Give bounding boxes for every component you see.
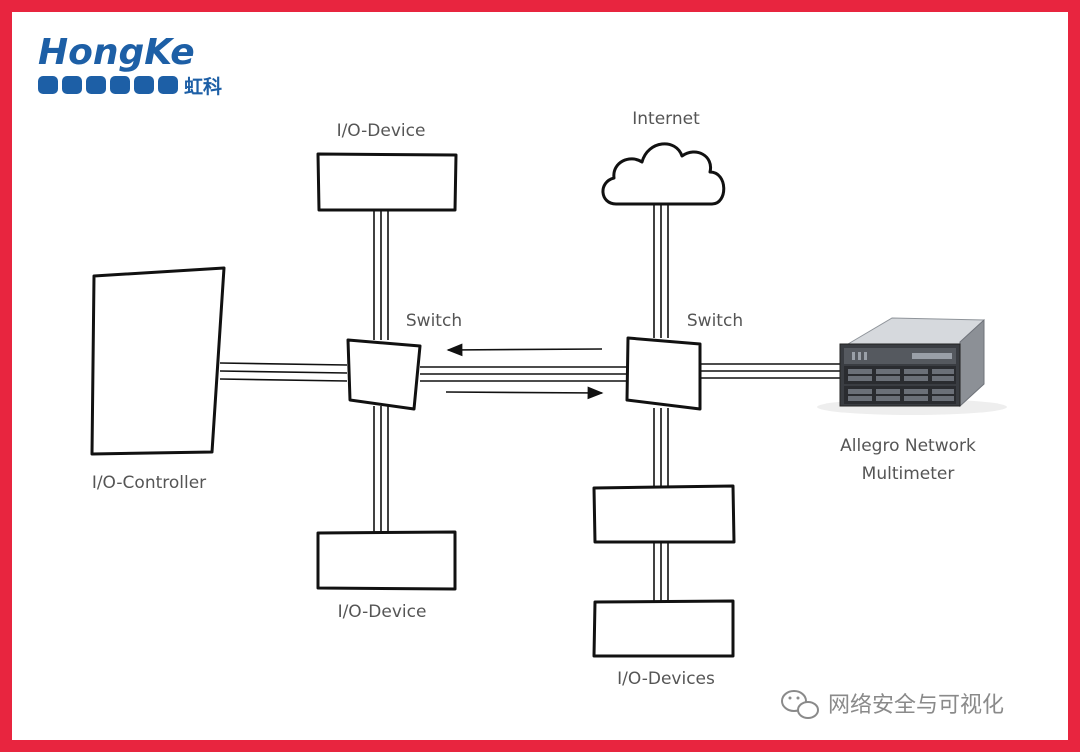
switch-left-box: [346, 338, 422, 411]
arrow-left: [446, 343, 603, 357]
brand-name-cn: 虹科: [184, 75, 222, 98]
label-io-devices: I/O-Devices: [617, 669, 715, 689]
label-allegro-line1: Allegro Network: [840, 436, 976, 456]
allegro-server-icon: [817, 317, 1007, 415]
cable-controller-switch: [219, 362, 348, 382]
io-controller-box: [90, 266, 226, 456]
label-switch-left: Switch: [406, 311, 462, 331]
io-device-bottom-box: [316, 530, 457, 591]
label-io-device-top: I/O-Device: [337, 121, 426, 141]
network-diagram: HongKe 虹科: [38, 32, 1007, 719]
watermark: 网络安全与可视化: [781, 690, 1004, 719]
cable-switch-allegro: [700, 363, 844, 379]
io-devices-upper-box: [592, 484, 736, 544]
label-io-controller: I/O-Controller: [92, 473, 206, 493]
cable-switch-devices: [653, 408, 669, 488]
brand-pills: [38, 76, 178, 94]
diagram-frame: HongKe 虹科: [12, 12, 1068, 740]
io-devices-lower-box: [592, 599, 735, 658]
label-allegro-line2: Multimeter: [862, 464, 955, 484]
cable-switch-switch: [420, 366, 627, 382]
cables: [219, 204, 844, 602]
cable-top-device-switch: [373, 210, 389, 340]
switch-right-box: [625, 336, 702, 411]
hongke-logo: HongKe 虹科: [38, 32, 222, 98]
internet-cloud-icon: [601, 142, 726, 206]
traffic-arrows: [445, 343, 604, 400]
cable-devices-devices: [653, 542, 669, 602]
cable-switch-bottom-device: [373, 406, 389, 532]
arrow-right: [445, 386, 604, 400]
label-internet: Internet: [632, 109, 700, 129]
watermark-text: 网络安全与可视化: [828, 693, 1004, 718]
io-device-top-box: [316, 152, 458, 212]
wechat-icon: [781, 690, 819, 719]
label-io-device-bottom: I/O-Device: [338, 602, 427, 622]
labels: I/O-Device Internet Switch Switch I/O-Co…: [92, 109, 976, 689]
brand-name: HongKe: [38, 32, 195, 73]
label-switch-right: Switch: [687, 311, 743, 331]
cable-internet-switch: [653, 204, 669, 338]
